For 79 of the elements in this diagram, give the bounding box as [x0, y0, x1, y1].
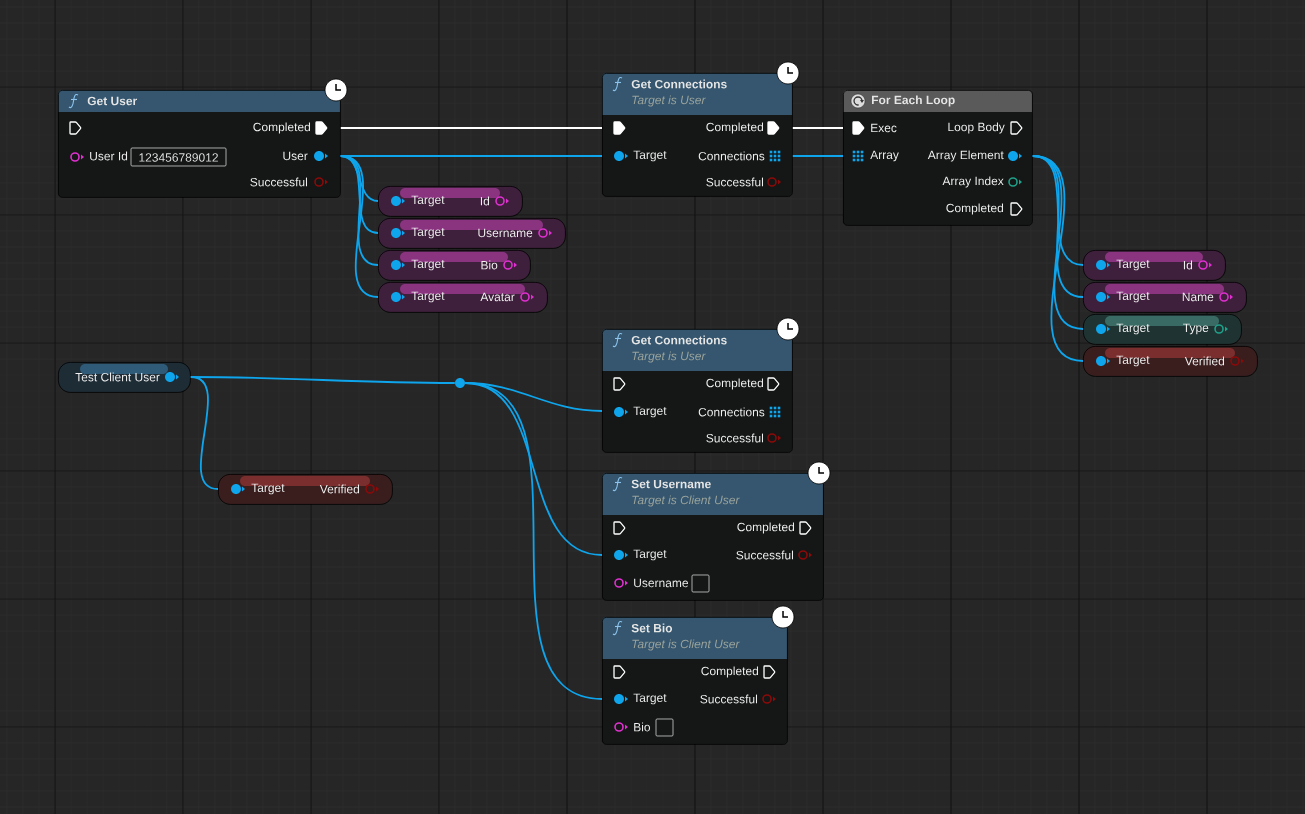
pin-label: Completed [706, 378, 764, 390]
pin-label: Target [251, 483, 285, 495]
node-subtitle: Target is User [632, 351, 706, 363]
pin-label: Connections [698, 407, 765, 417]
pin-label: Target [411, 291, 445, 303]
node-subtitle: Target is Client User [632, 639, 740, 651]
wire [339, 155, 379, 298]
pin-label: Target [633, 693, 667, 705]
pin-label: Successful [706, 433, 763, 443]
pin-label: Successful [700, 694, 757, 704]
pin-label: Successful [250, 177, 307, 187]
pin-label: Bio [634, 722, 651, 732]
wire [791, 127, 844, 129]
pin-label: Verified [319, 484, 360, 494]
pin-label: Array Index [942, 176, 1004, 188]
node-title: Get Connections [631, 79, 727, 89]
node-title: Set Username [631, 479, 711, 489]
pin-label: Target [633, 549, 667, 561]
pin-label: Target [1116, 323, 1150, 335]
pin-label: Loop Body [948, 122, 1005, 134]
pin-label: Target [411, 195, 445, 207]
wire [1031, 155, 1084, 362]
input-field: 123456789012 [130, 147, 227, 167]
node-title: For Each Loop [872, 95, 955, 107]
node-title: Get Connections [631, 335, 727, 345]
variable-node [1083, 282, 1247, 313]
variable-node [1083, 346, 1258, 377]
pin-label: Test Client User [75, 372, 160, 382]
pin-label: Successful [706, 177, 763, 187]
wire [339, 127, 603, 129]
pin-label: Name [1182, 292, 1214, 302]
variable-node [1083, 250, 1226, 281]
wire [464, 382, 603, 700]
pin-label: Target [411, 259, 445, 271]
variable-node [218, 474, 393, 505]
variable-node [58, 362, 191, 393]
pin-label: Id [480, 196, 490, 206]
pin-label: Id [1183, 260, 1193, 270]
pin-label: Bio [481, 260, 498, 270]
variable-node [1083, 314, 1242, 345]
wire [189, 376, 219, 490]
function-node [602, 461, 831, 601]
pin-label: Completed [701, 666, 759, 678]
pin-label: User Id [90, 151, 128, 161]
pin-label: Target [411, 227, 445, 239]
loop-node [843, 90, 1033, 226]
pin-label: Array [870, 150, 899, 162]
variable-node [378, 250, 531, 281]
pin-label: Username [634, 578, 688, 588]
pin-label: Array Element [927, 150, 1004, 162]
pin-label: User [283, 151, 308, 161]
variable-node [378, 186, 523, 217]
wire [791, 155, 844, 157]
variable-node [378, 282, 548, 313]
pin-label: Username [478, 228, 533, 238]
node-title: Set Bio [631, 623, 673, 633]
pin-label: Target [633, 406, 667, 418]
pin-label: Successful [736, 550, 793, 560]
pin-label: Target [1116, 355, 1150, 367]
pin-label: Completed [253, 122, 310, 134]
variable-node [378, 218, 566, 249]
node-subtitle: Target is Client User [632, 495, 740, 507]
pin-label: Completed [706, 122, 764, 134]
function-node [602, 317, 800, 453]
node-subtitle: Target is User [632, 95, 706, 107]
pin-label: Exec [871, 123, 897, 133]
node-title: Get User [87, 96, 138, 106]
pin-label: Completed [737, 522, 795, 534]
function-node [602, 605, 795, 745]
pin-label: Type [1183, 323, 1209, 335]
pin-label: Completed [946, 203, 1004, 215]
pin-label: Verified [1184, 356, 1225, 366]
pin-label: Connections [698, 151, 765, 161]
function-node [58, 78, 348, 198]
pin-label: Target [1116, 291, 1150, 303]
pin-label: Target [1116, 259, 1150, 271]
function-node [602, 61, 800, 197]
pin-label: Avatar [480, 292, 515, 302]
pin-label: Target [633, 150, 667, 162]
